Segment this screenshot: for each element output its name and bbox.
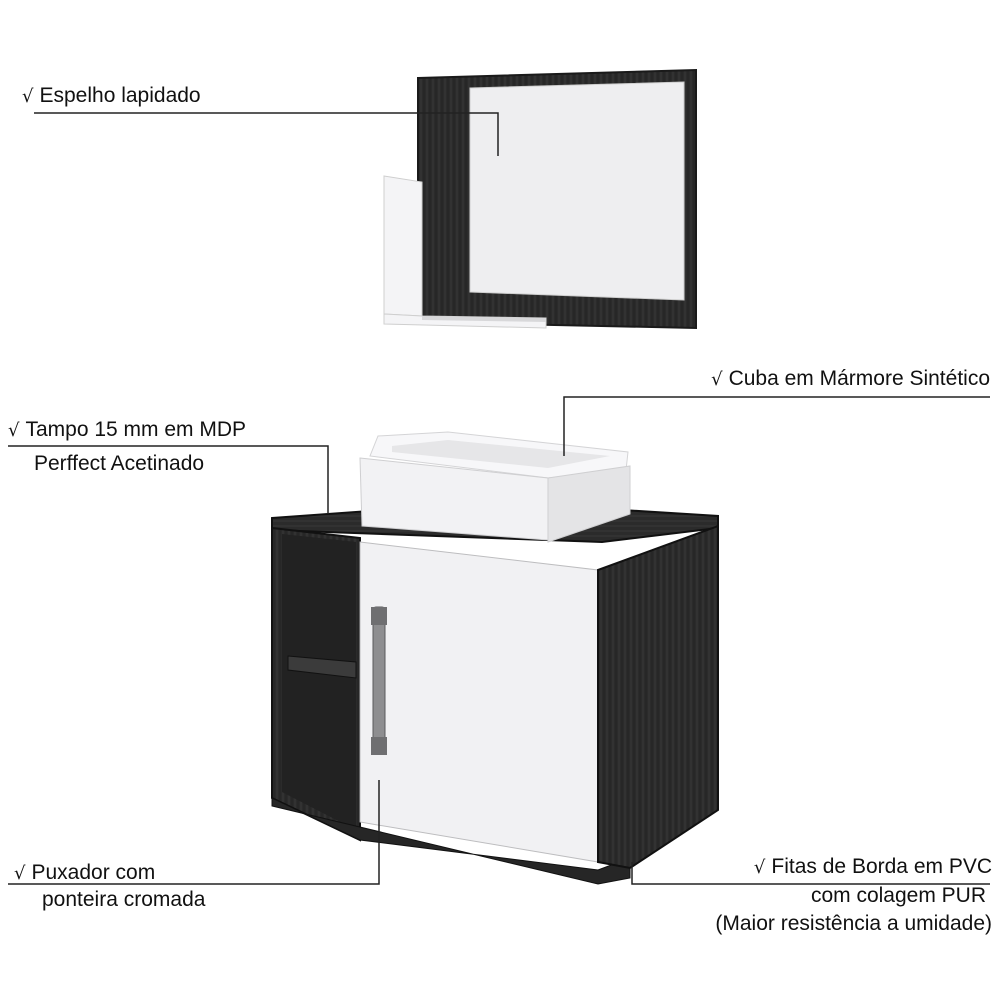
- label-edges-line3: (Maior resistência a umidade): [715, 912, 992, 935]
- check-icon: √: [8, 420, 20, 441]
- mirror: [383, 68, 697, 330]
- label-mirror: √Espelho lapidado: [22, 84, 201, 107]
- leader-handle: [8, 780, 380, 885]
- leader-edges: [631, 862, 990, 885]
- leader-mirror: [34, 112, 499, 156]
- label-handle-line2: ponteira cromada: [42, 888, 206, 911]
- label-handle-line1: √Puxador com: [14, 861, 156, 884]
- label-top-line2: Perffect Acetinado: [34, 452, 205, 475]
- label-edges-line1: √Fitas de Borda em PVC: [753, 855, 992, 878]
- check-icon: √: [22, 86, 34, 107]
- label-edges-line2: com colagem PUR: [810, 884, 986, 907]
- sink-basin: [359, 431, 631, 543]
- vanity-cabinet: [271, 500, 719, 885]
- leader-basin: [563, 396, 990, 456]
- check-icon: √: [14, 863, 26, 884]
- label-basin: √Cuba em Mármore Sintético: [711, 367, 990, 390]
- check-icon: √: [753, 857, 766, 878]
- leader-lines: [8, 112, 990, 885]
- label-top-line1: √Tampo 15 mm em MDP: [8, 418, 247, 441]
- leader-top: [8, 445, 329, 514]
- check-icon: √: [711, 369, 723, 390]
